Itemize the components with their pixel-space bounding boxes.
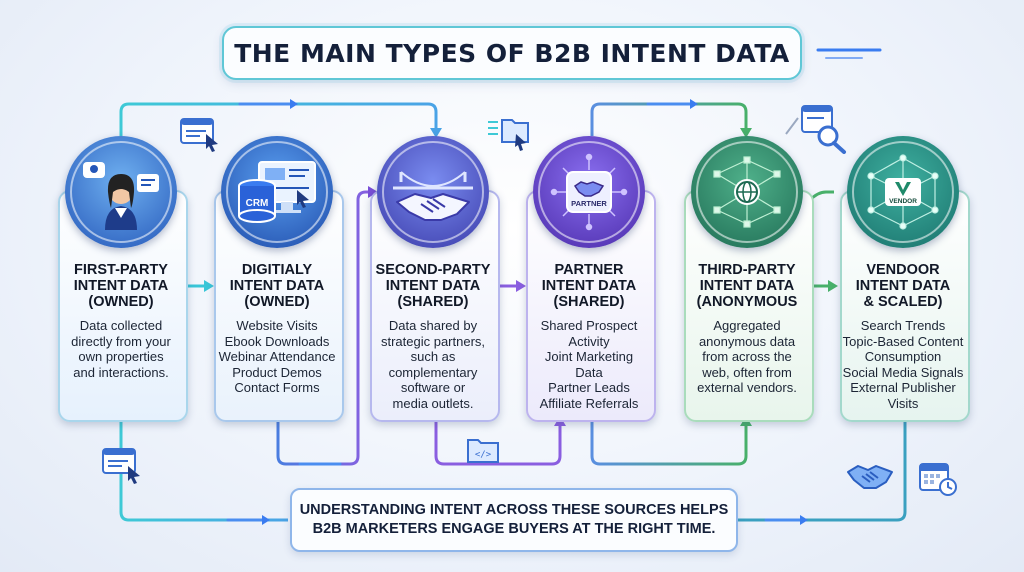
card-title-line: INTENT DATA [699,278,795,294]
calendar-clock-icon [919,463,957,496]
card-body-line: Contact Forms [234,380,320,395]
card-body-line: directly from your [71,333,171,349]
card-title-line: INTENT DATA [73,278,169,294]
card-body-line: own properties [78,349,164,364]
card-title-line: DIGITIALY [241,262,313,278]
summary-line-1: UNDERSTANDING INTENT ACROSS THESE SOURCE… [299,502,729,518]
card-title-line: (ANONYMOUS [696,294,798,310]
summary-line-2: B2B MARKETERS ENGAGE BUYERS AT THE RIGHT… [312,521,716,537]
card-body-line: Webinar Attendance [218,349,336,364]
card-title-line: INTENT DATA [855,278,951,294]
card-body-line: Affiliate Referrals [539,395,639,411]
card-body-line: media outlets. [392,395,474,411]
card-title-line: VENDOOR [866,262,940,278]
person-avatar-icon [65,136,177,248]
card-title-line: SECOND-PARTY [375,262,491,278]
card-body-line: such as [410,349,456,364]
card-body-line: complementary [388,364,478,380]
card-body-line: Ebook Downloads [224,333,330,349]
folder-cursor-icon [488,119,529,151]
card-title-line: INTENT DATA [541,278,637,294]
browser-cursor-icon-bottom [102,448,140,484]
card-body-line: software or [400,380,466,395]
partner-handshake-icon: PARTNER [533,136,645,248]
card-body-line: Website Visits [236,318,318,333]
icon-label: PARTNER [571,199,607,208]
card-title-line: THIRD-PARTY [698,262,796,278]
card-body-line: Partner Leads [548,380,630,395]
title-streak-right [816,48,882,59]
card-body-line: Joint Marketing [544,349,634,364]
card-body-line: external vendors. [697,380,797,395]
globe-network-icon [691,136,803,248]
summary-box: UNDERSTANDING INTENT ACROSS THESE SOURCE… [290,488,738,552]
card-title-line: INTENT DATA [385,278,481,294]
card-body-line: Shared Prospect [540,318,638,333]
card-body-line: anonymous data [698,333,796,349]
title-banner: THE MAIN TYPES OF B2B INTENT DATA [222,26,802,80]
card-body-line: Topic-Based Content [842,333,964,349]
card-title-line: (OWNED) [88,294,154,310]
icon-label: CRM [246,198,269,209]
document-search-icon [785,105,846,154]
card-body-line: from across the [702,349,792,364]
card-body-line: Search Trends [860,318,946,333]
card-title-line: & SCALED) [863,294,943,310]
card-title-line: (SHARED) [397,294,469,310]
card-body-line: web, often from [702,364,792,380]
card-body-line: strategic partners, [380,333,486,349]
card-body-line: Data [575,364,603,380]
title-streak-left [138,48,212,59]
card-body-line: and interactions. [73,364,169,380]
card-body-line: Social Media Signals [842,364,964,380]
card-title-line: INTENT DATA [229,278,325,294]
browser-cursor-icon [180,118,218,152]
card-title-line: (SHARED) [553,294,625,310]
card-body-line: Data shared by [388,318,478,333]
card-body-line: Data collected [79,318,163,333]
card-body-line: Consumption [864,349,942,364]
card-body-line: Activity [568,333,610,349]
handshake-bridge-icon [377,136,489,248]
card-title-line: (OWNED) [244,294,310,310]
card-body-line: Visits [887,395,919,411]
handshake-icon-small [847,465,893,489]
code-folder-icon: </> [467,439,499,463]
icon-label: VENDOR [889,198,917,205]
crm-monitor-icon: CRM [221,136,333,248]
card-body-line: External Publisher [850,380,956,395]
card-title-line: PARTNER [554,262,624,278]
card-body-line: Product Demos [232,364,322,380]
page-title: THE MAIN TYPES OF B2B INTENT DATA [234,38,790,68]
card-body-line: Aggregated [713,318,781,333]
card-title-line: FIRST-PARTY [74,262,168,278]
vendor-network-icon: VENDOR [847,136,959,248]
svg-text:</>: </> [475,450,492,460]
